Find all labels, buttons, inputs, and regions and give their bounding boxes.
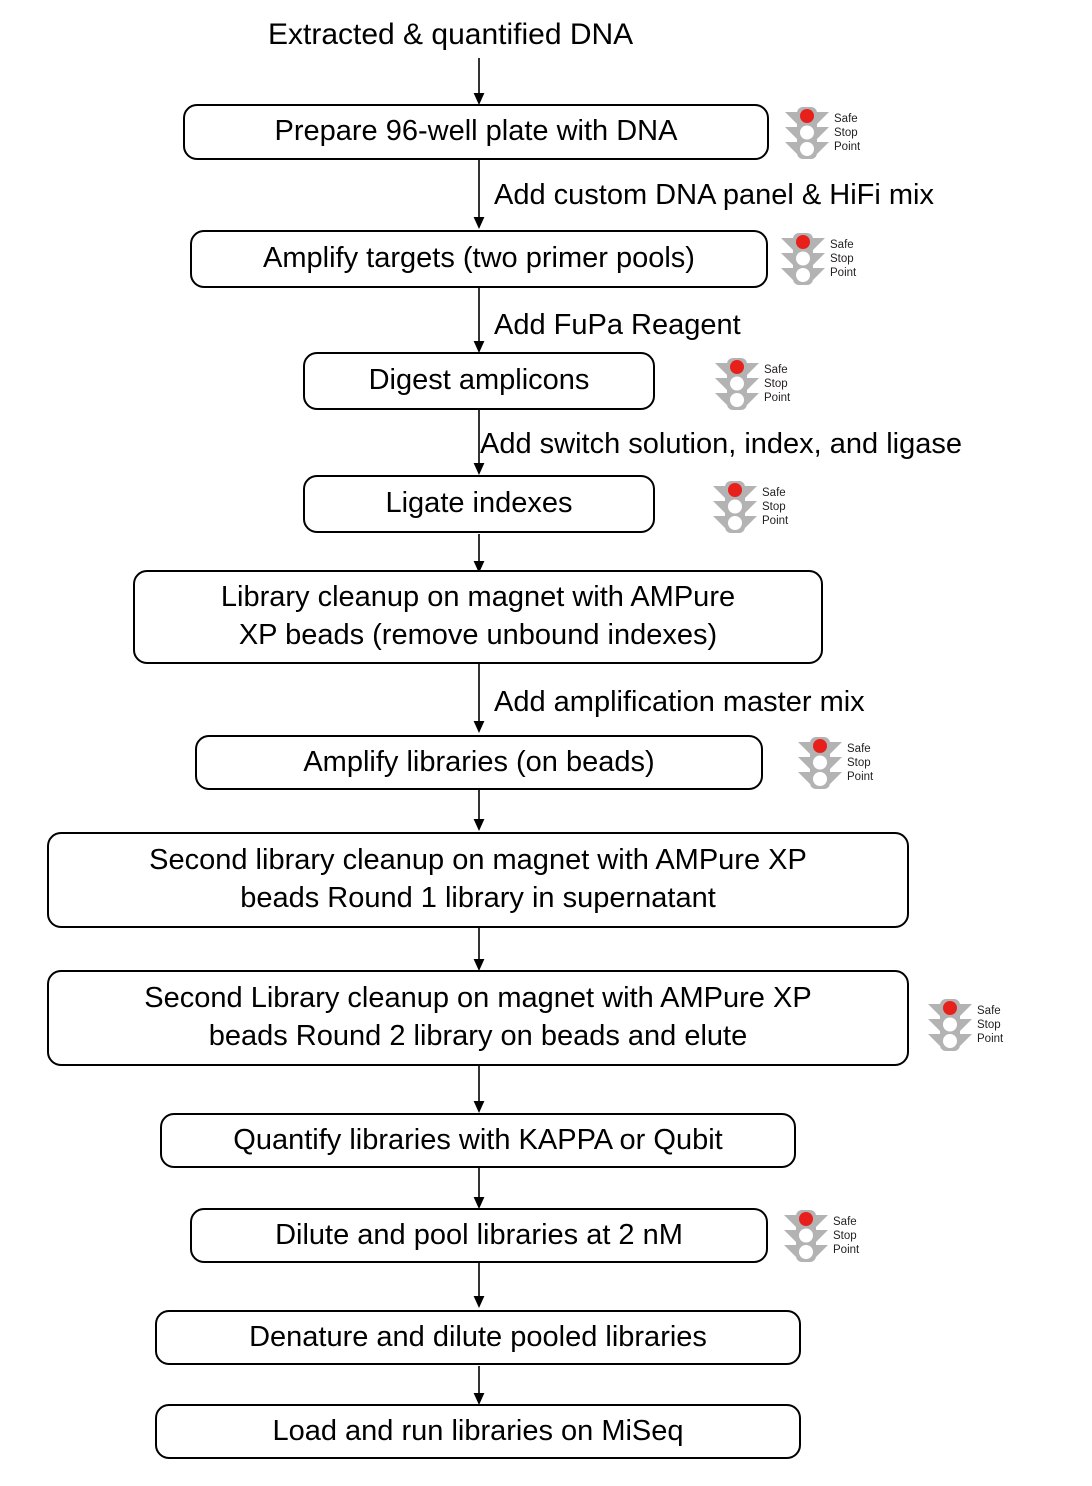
traffic-light-icon: [784, 1210, 828, 1262]
node-dilute-and-pool[interactable]: Dilute and pool libraries at 2 nM: [190, 1208, 768, 1263]
edge-label-add-fupa-reagent: Add FuPa Reagent: [494, 309, 741, 341]
safe-stop-point-line-1: Safe: [830, 238, 854, 251]
safe-stop-point-line-3: Point: [834, 141, 861, 154]
flowchart-title: Extracted & quantified DNA: [268, 18, 634, 51]
edge-label-add-custom-dna-panel: Add custom DNA panel & HiFi mix: [494, 179, 934, 211]
node-line-2: beads Round 1 library in supernatant: [240, 882, 716, 914]
node-ligate-indexes[interactable]: Ligate indexes: [303, 475, 655, 533]
connector-amplify-targets-to-digest-amplicons: [470, 288, 488, 354]
connector-second-cleanup-r1-to-second-cleanup-r2: [470, 928, 488, 972]
node-second-cleanup-round-1-text: Second library cleanup on magnet with AM…: [149, 842, 807, 917]
edge-label-add-amplification-master-mix: Add amplification master mix: [494, 686, 865, 718]
node-line-2: XP beads (remove unbound indexes): [238, 619, 718, 651]
connector-second-cleanup-r2-to-quantify: [470, 1066, 488, 1114]
safe-stop-point-line-2: Stop: [830, 252, 854, 265]
connector-library-cleanup-to-amplify-libraries: [470, 664, 488, 734]
traffic-light-icon: [781, 233, 825, 285]
safe-stop-point-line-1: Safe: [764, 363, 788, 376]
safe-stop-point-line-2: Stop: [833, 1229, 857, 1242]
connector-denature-dilute-to-load-run: [470, 1366, 488, 1406]
node-denature-and-dilute[interactable]: Denature and dilute pooled libraries: [155, 1310, 801, 1365]
connector-ligate-indexes-to-library-cleanup: [470, 534, 488, 574]
node-library-cleanup[interactable]: Library cleanup on magnet with AMPure XP…: [133, 570, 823, 664]
safe-stop-point-line-2: Stop: [762, 500, 786, 513]
safe-stop-point-line-2: Stop: [834, 126, 858, 139]
connector-amplify-libraries-to-second-cleanup-r1: [470, 790, 488, 832]
node-line-1: Second Library cleanup on magnet with AM…: [144, 982, 812, 1015]
node-line-2: beads Round 2 library on beads and elute: [208, 1020, 748, 1052]
safe-stop-point-line-1: Safe: [847, 742, 871, 755]
safe-stop-point-line-3: Point: [833, 1244, 860, 1257]
safe-stop-point-line-3: Point: [762, 515, 789, 528]
node-prepare-plate[interactable]: Prepare 96-well plate with DNA: [183, 104, 769, 160]
safe-stop-point-line-3: Point: [764, 392, 791, 405]
safe-stop-point-line-1: Safe: [833, 1215, 857, 1228]
node-library-cleanup-text: Library cleanup on magnet with AMPure XP…: [221, 579, 735, 654]
safe-stop-point-line-2: Stop: [764, 377, 788, 390]
traffic-light-icon: [785, 107, 829, 159]
safe-stop-point-line-3: Point: [847, 771, 874, 784]
node-load-and-run[interactable]: Load and run libraries on MiSeq: [155, 1404, 801, 1459]
safe-stop-point-line-3: Point: [977, 1033, 1004, 1046]
traffic-light-icon: [798, 737, 842, 789]
safe-stop-point-line-1: Safe: [977, 1004, 1001, 1017]
safe-stop-point-line-1: Safe: [834, 112, 858, 125]
safe-stop-point-line-3: Point: [830, 267, 857, 280]
edge-label-add-switch-solution: Add switch solution, index, and ligase: [480, 428, 963, 460]
node-second-cleanup-round-1[interactable]: Second library cleanup on magnet with AM…: [47, 832, 909, 928]
node-line-1: Second library cleanup on magnet with AM…: [149, 844, 807, 877]
node-quantify-libraries[interactable]: Quantify libraries with KAPPA or Qubit: [160, 1113, 796, 1168]
traffic-light-icon: [713, 481, 757, 533]
safe-stop-point-line-2: Stop: [977, 1018, 1001, 1031]
safe-stop-point-line-2: Stop: [847, 756, 871, 769]
node-second-cleanup-round-2-text: Second Library cleanup on magnet with AM…: [144, 980, 811, 1055]
node-amplify-targets[interactable]: Amplify targets (two primer pools): [190, 230, 768, 288]
node-second-cleanup-round-2[interactable]: Second Library cleanup on magnet with AM…: [47, 970, 909, 1066]
traffic-light-icon: [715, 358, 759, 410]
node-amplify-libraries[interactable]: Amplify libraries (on beads): [195, 735, 763, 790]
connector-quantify-to-dilute-pool: [470, 1168, 488, 1210]
traffic-light-icon: [928, 999, 972, 1051]
connector-prepare-plate-to-amplify-targets: [470, 158, 488, 230]
safe-stop-point-line-1: Safe: [762, 486, 786, 499]
connector-title-to-prepare-plate: [470, 58, 488, 106]
connector-dilute-pool-to-denature-dilute: [470, 1263, 488, 1309]
node-digest-amplicons[interactable]: Digest amplicons: [303, 352, 655, 410]
node-line-1: Library cleanup on magnet with AMPure: [220, 581, 736, 614]
